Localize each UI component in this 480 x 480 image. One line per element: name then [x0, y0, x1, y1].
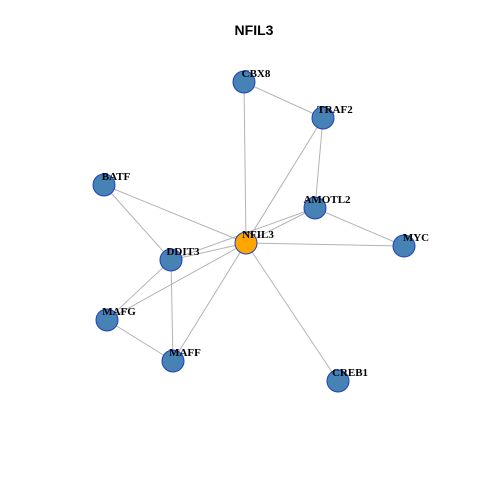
node-label-amotl2: AMOTL2 [303, 194, 351, 206]
node-circle-mafg [95, 308, 119, 332]
edge-cbx8-nfil3 [243, 81, 247, 244]
node-circle-nfil3 [234, 231, 258, 255]
node-label-maff: MAFF [169, 347, 201, 359]
node-circle-batf [92, 173, 116, 197]
node-label-nfil3: NFIL3 [242, 229, 274, 241]
edge-batf-ddit3 [103, 184, 172, 261]
node-label-batf: BATF [102, 171, 131, 183]
node-creb1: CREB1 [326, 367, 368, 393]
edge-nfil3-mafg [106, 242, 247, 321]
node-maff: MAFF [161, 347, 201, 373]
edge-cbx8-traf2 [243, 81, 324, 119]
node-circle-cbx8 [232, 70, 256, 94]
node-label-cbx8: CBX8 [242, 68, 271, 80]
node-circle-ddit3 [159, 248, 183, 272]
node-batf: BATF [92, 171, 131, 197]
edge-nfil3-maff [172, 242, 247, 362]
edge-nfil3-myc [245, 242, 405, 247]
edge-ddit3-mafg [106, 259, 172, 321]
edge-traf2-amotl2 [314, 117, 324, 209]
node-mafg: MAFG [95, 306, 136, 332]
edge-ddit3-maff [170, 259, 174, 362]
node-circle-myc [392, 234, 416, 258]
node-label-traf2: TRAF2 [317, 104, 353, 116]
node-circle-creb1 [326, 369, 350, 393]
edge-traf2-nfil3 [245, 117, 324, 244]
node-label-creb1: CREB1 [332, 367, 368, 379]
node-label-ddit3: DDIT3 [166, 246, 200, 258]
edge-batf-nfil3 [103, 184, 247, 244]
node-traf2: TRAF2 [311, 104, 353, 130]
edge-amotl2-nfil3 [245, 207, 316, 244]
edge-mafg-maff [106, 319, 174, 362]
node-nfil3: NFIL3 [234, 229, 274, 255]
node-amotl2: AMOTL2 [303, 194, 351, 220]
node-label-myc: MYC [403, 232, 429, 244]
node-circle-maff [161, 349, 185, 373]
edge-amotl2-myc [314, 207, 405, 247]
node-ddit3: DDIT3 [159, 246, 200, 272]
edge-nfil3-creb1 [245, 242, 339, 382]
edges-layer [103, 81, 405, 382]
node-cbx8: CBX8 [232, 68, 271, 94]
graph-title: NFIL3 [235, 22, 274, 38]
node-myc: MYC [392, 232, 429, 258]
edge-nfil3-ddit3 [170, 242, 247, 261]
node-circle-traf2 [311, 106, 335, 130]
node-label-mafg: MAFG [102, 306, 136, 318]
node-circle-amotl2 [303, 196, 327, 220]
